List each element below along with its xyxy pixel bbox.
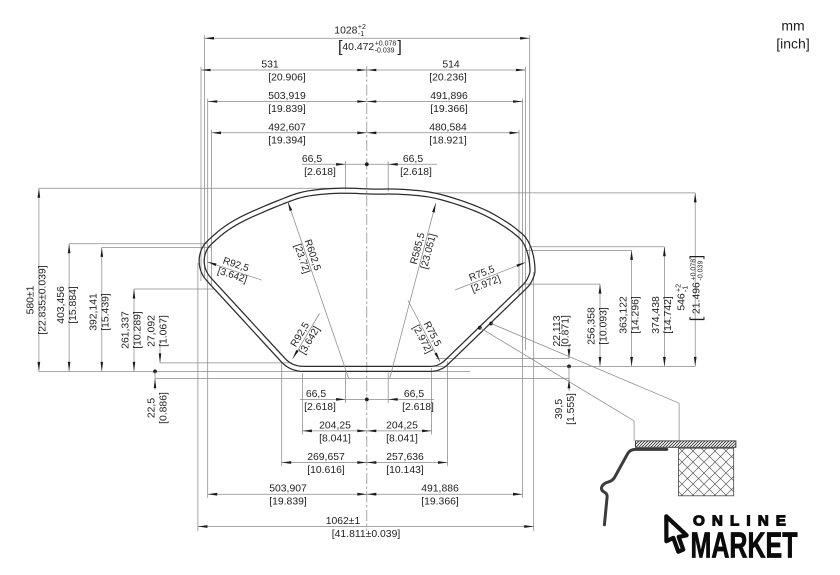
svg-text:492,607: 492,607 bbox=[268, 122, 306, 133]
svg-text:22,5: 22,5 bbox=[147, 398, 158, 418]
svg-text:ONLINE: ONLINE bbox=[693, 513, 793, 530]
svg-text:257,636: 257,636 bbox=[386, 452, 424, 463]
svg-text:[19.366]: [19.366] bbox=[421, 497, 459, 508]
svg-text:[8.041]: [8.041] bbox=[386, 433, 418, 444]
svg-text:[: [ bbox=[338, 38, 343, 55]
svg-text:503,919: 503,919 bbox=[268, 91, 306, 102]
svg-text:+0.078: +0.078 bbox=[375, 41, 397, 48]
svg-text:+0.078: +0.078 bbox=[690, 259, 697, 281]
svg-text:22,113: 22,113 bbox=[552, 315, 563, 346]
svg-text:[15.439]: [15.439] bbox=[101, 293, 112, 331]
svg-text:269,657: 269,657 bbox=[307, 452, 345, 463]
svg-text:580±1: 580±1 bbox=[26, 285, 37, 314]
svg-text:[2.618]: [2.618] bbox=[304, 402, 336, 413]
svg-text:[10.143]: [10.143] bbox=[386, 465, 424, 476]
svg-text:-0.039: -0.039 bbox=[375, 48, 395, 55]
svg-text:[22.835±0.039]: [22.835±0.039] bbox=[38, 265, 49, 334]
svg-text:]: ] bbox=[397, 38, 401, 55]
svg-text:491,886: 491,886 bbox=[421, 484, 459, 495]
svg-text:[inch]: [inch] bbox=[776, 36, 809, 52]
svg-text:40.472: 40.472 bbox=[342, 42, 374, 53]
svg-text:204,25: 204,25 bbox=[319, 420, 351, 431]
svg-text:[2.618]: [2.618] bbox=[400, 167, 432, 178]
svg-text:403,456: 403,456 bbox=[56, 286, 67, 324]
svg-text:[20.236]: [20.236] bbox=[429, 73, 467, 84]
svg-text:1062±1: 1062±1 bbox=[326, 516, 361, 527]
svg-text:[19.839]: [19.839] bbox=[269, 497, 307, 508]
svg-text:480,584: 480,584 bbox=[429, 122, 467, 133]
svg-text:[1.067]: [1.067] bbox=[159, 315, 170, 347]
svg-text:66,5: 66,5 bbox=[404, 389, 424, 400]
svg-text:[8.041]: [8.041] bbox=[319, 433, 351, 444]
svg-text:261,337: 261,337 bbox=[121, 311, 132, 349]
svg-text:+2: +2 bbox=[675, 284, 682, 292]
svg-text:[15.884]: [15.884] bbox=[68, 286, 79, 324]
svg-text:[: [ bbox=[688, 316, 705, 321]
svg-text:[14.296]: [14.296] bbox=[630, 296, 641, 334]
svg-text:503,907: 503,907 bbox=[269, 484, 307, 495]
svg-text:66,5: 66,5 bbox=[403, 154, 423, 165]
svg-text:-0.039: -0.039 bbox=[697, 261, 704, 281]
svg-text:[14.742]: [14.742] bbox=[663, 296, 674, 334]
svg-text:[19.839]: [19.839] bbox=[268, 104, 306, 115]
svg-text:39,5: 39,5 bbox=[554, 399, 565, 419]
svg-text:[19.394]: [19.394] bbox=[268, 135, 306, 146]
svg-text:]: ] bbox=[688, 255, 705, 259]
svg-text:363,122: 363,122 bbox=[618, 296, 629, 334]
svg-text:204,25: 204,25 bbox=[386, 420, 418, 431]
svg-text:-1: -1 bbox=[682, 286, 689, 292]
svg-text:[20.906]: [20.906] bbox=[268, 73, 306, 84]
svg-text:491,896: 491,896 bbox=[430, 91, 468, 102]
svg-text:[10.616]: [10.616] bbox=[307, 465, 345, 476]
svg-text:mm: mm bbox=[781, 18, 804, 34]
svg-text:[10.093]: [10.093] bbox=[599, 307, 610, 345]
svg-text:[2.618]: [2.618] bbox=[402, 402, 434, 413]
svg-text:531: 531 bbox=[261, 60, 279, 71]
svg-text:[41.811±0.039]: [41.811±0.039] bbox=[332, 529, 401, 540]
svg-text:374,438: 374,438 bbox=[651, 296, 662, 334]
svg-text:+2: +2 bbox=[358, 24, 366, 31]
svg-text:[10.289]: [10.289] bbox=[133, 311, 144, 349]
svg-text:66,5: 66,5 bbox=[306, 389, 326, 400]
svg-text:256,358: 256,358 bbox=[587, 307, 598, 345]
svg-text:27,092: 27,092 bbox=[147, 315, 158, 347]
svg-text:[1.555]: [1.555] bbox=[566, 393, 577, 425]
svg-text:[0.871]: [0.871] bbox=[561, 315, 572, 347]
svg-text:21.496: 21.496 bbox=[692, 282, 703, 314]
svg-text:1028: 1028 bbox=[334, 25, 357, 36]
svg-text:[0.886]: [0.886] bbox=[159, 392, 170, 424]
svg-text:[19.366]: [19.366] bbox=[430, 104, 468, 115]
svg-text:[2.618]: [2.618] bbox=[304, 167, 336, 178]
svg-text:-1: -1 bbox=[358, 31, 364, 38]
svg-text:514: 514 bbox=[442, 60, 460, 71]
svg-text:66,5: 66,5 bbox=[302, 154, 322, 165]
svg-text:[18.921]: [18.921] bbox=[429, 135, 467, 146]
svg-text:MARKET: MARKET bbox=[691, 525, 798, 566]
svg-text:392,141: 392,141 bbox=[89, 293, 100, 331]
svg-text:546: 546 bbox=[677, 293, 688, 311]
